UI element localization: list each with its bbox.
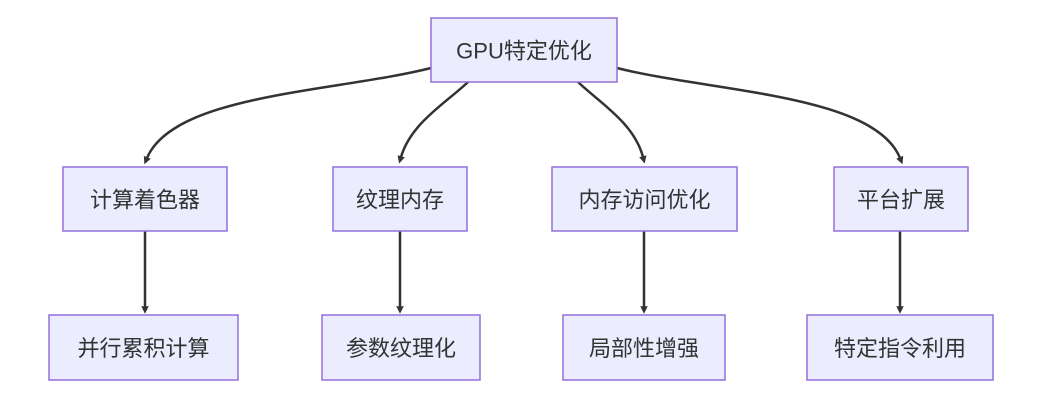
node-parallel-accumulation: 并行累积计算: [48, 314, 239, 381]
node-box: [551, 166, 738, 232]
node-label: 计算着色器: [90, 188, 200, 213]
node-box: [48, 314, 239, 381]
node-parameter-texturization: 参数纹理化: [321, 314, 481, 381]
node-label: GPU特定优化: [456, 39, 592, 64]
node-label: 局部性增强: [589, 336, 699, 361]
node-label: 并行累积计算: [77, 336, 209, 361]
edge-gpu-optimization-to-platform-extension: [615, 66, 904, 165]
node-gpu-optimization: GPU特定优化: [430, 17, 618, 83]
node-locality-enhancement: 局部性增强: [562, 314, 726, 381]
node-box: [321, 314, 481, 381]
node-box: [332, 166, 468, 232]
node-specific-instruction: 特定指令利用: [806, 314, 994, 381]
node-compute-shader: 计算着色器: [62, 166, 228, 232]
node-label: 平台扩展: [857, 188, 945, 213]
node-box: [430, 17, 618, 83]
edge-gpu-optimization-to-memory-access-opt: [576, 80, 647, 164]
node-platform-extension: 平台扩展: [833, 166, 969, 232]
node-label: 纹理内存: [356, 188, 444, 213]
node-box: [806, 314, 994, 381]
node-label: 参数纹理化: [346, 336, 456, 361]
node-label: 特定指令利用: [834, 336, 966, 361]
node-texture-memory: 纹理内存: [332, 166, 468, 232]
edges-layer: [141, 66, 904, 314]
node-box: [62, 166, 228, 232]
edge-gpu-optimization-to-compute-shader: [143, 66, 433, 165]
node-memory-access-opt: 内存访问优化: [551, 166, 738, 232]
node-box: [833, 166, 969, 232]
node-label: 内存访问优化: [578, 188, 710, 213]
node-box: [562, 314, 726, 381]
edge-gpu-optimization-to-texture-memory: [397, 80, 470, 164]
